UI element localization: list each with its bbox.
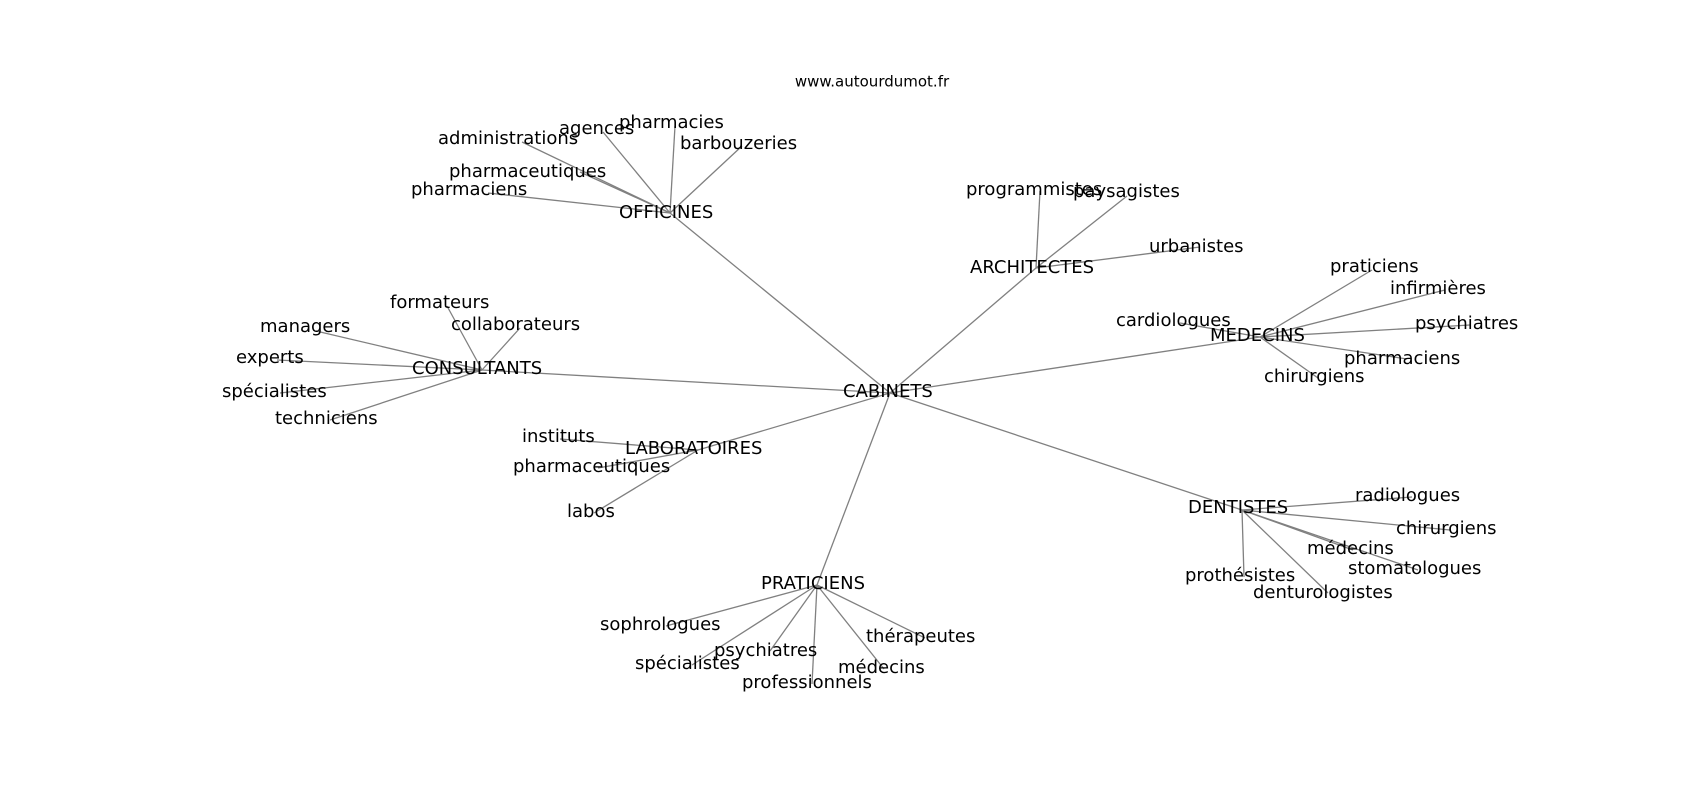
edge-dentistes-prothesistes [1241, 509, 1245, 578]
edge-center-consultants [481, 369, 891, 394]
node-word: pharmaciens [411, 179, 527, 200]
node-word: techniciens [275, 408, 378, 429]
node-word: psychiatres [1415, 313, 1518, 334]
edge-center-dentistes [889, 392, 1243, 511]
edge-architectes-programmistes [1035, 190, 1041, 269]
edge-center-praticiens [816, 392, 891, 586]
edge-laboratoires-labos [593, 449, 699, 514]
node-word: radiologues [1355, 485, 1460, 506]
graph-labels: www.autourdumot.fr CABINETS OFFICINES ad… [222, 73, 1518, 694]
node-hub-medecins: MEDECINS [1210, 325, 1305, 346]
edge-dentistes-denturologistes [1241, 509, 1329, 594]
node-word: cardiologues [1116, 310, 1231, 331]
node-word: pharmaceutiques [513, 456, 670, 477]
node-word: chirurgiens [1396, 518, 1497, 539]
node-word: infirmières [1390, 278, 1486, 299]
edge-officines-pharmaciens [487, 192, 671, 214]
node-word: praticiens [1330, 256, 1419, 277]
edge-center-officines [669, 212, 891, 394]
edge-praticiens-specialistes [691, 584, 818, 666]
node-word: barbouzeries [680, 133, 797, 154]
node-word: pharmaceutiques [449, 161, 606, 182]
node-word: denturologistes [1253, 582, 1393, 603]
edge-center-medecins [889, 336, 1261, 394]
node-word: spécialistes [222, 381, 327, 402]
edge-consultants-specialistes [279, 369, 483, 394]
edge-consultants-managers [315, 330, 483, 371]
edge-center-laboratoires [697, 392, 891, 451]
node-word: paysagistes [1073, 181, 1180, 202]
node-word: psychiatres [714, 640, 817, 661]
edge-medecins-cardiologues [1179, 322, 1261, 338]
node-center: CABINETS [843, 381, 933, 402]
site-watermark: www.autourdumot.fr [795, 73, 950, 91]
node-word: prothésistes [1185, 565, 1295, 586]
node-word: sophrologues [600, 614, 721, 635]
node-word: agences [559, 118, 634, 139]
edge-consultants-experts [276, 359, 483, 371]
edge-architectes-urbanistes [1035, 246, 1201, 269]
edge-medecins-praticiens [1259, 269, 1373, 338]
edge-dentistes-chirurgiens [1241, 509, 1451, 531]
node-word: stomatologues [1348, 558, 1481, 579]
edge-consultants-techniciens [329, 369, 483, 421]
edge-praticiens-sophrologues [665, 584, 818, 627]
node-word: instituts [522, 426, 595, 447]
edge-architectes-paysagistes [1035, 195, 1128, 269]
edge-dentistes-stomatologues [1241, 509, 1419, 571]
node-word: professionnels [742, 672, 872, 693]
node-word: chirurgiens [1264, 366, 1365, 387]
node-hub-laboratoires: LABORATOIRES [625, 438, 762, 459]
node-word: thérapeutes [866, 626, 975, 647]
edge-consultants-collaborateurs [481, 327, 521, 371]
node-word: médecins [838, 657, 925, 678]
node-hub-consultants: CONSULTANTS [412, 358, 542, 379]
node-word: pharmaciens [1344, 348, 1460, 369]
node-word: managers [260, 316, 350, 337]
edge-dentistes-radiologues [1241, 496, 1413, 511]
node-hub-praticiens: PRATICIENS [761, 573, 865, 594]
node-hub-architectes: ARCHITECTES [970, 257, 1094, 278]
node-word: administrations [438, 128, 578, 149]
edge-praticiens-professionnels [811, 584, 818, 685]
node-hub-dentistes: DENTISTES [1188, 497, 1288, 518]
node-word: labos [567, 501, 615, 522]
edge-laboratoires-instituts [559, 438, 699, 451]
node-word: experts [236, 347, 304, 368]
edge-medecins-pharmaciens [1259, 336, 1408, 360]
edge-medecins-infirmieres [1259, 289, 1446, 338]
edge-praticiens-medecins [816, 584, 885, 670]
edge-officines-barbouzeries [669, 145, 743, 214]
edge-laboratoires-pharmaceutiques [597, 449, 699, 469]
node-word: programmistes [966, 179, 1102, 200]
node-word: urbanistes [1149, 236, 1244, 257]
graph-edges [276, 125, 1471, 685]
edge-praticiens-psychiatres [769, 584, 818, 652]
edge-consultants-formateurs [446, 305, 483, 371]
node-hub-officines: OFFICINES [619, 202, 713, 223]
edge-praticiens-therapeutes [816, 584, 926, 639]
node-word: spécialistes [635, 653, 740, 674]
node-word: pharmacies [619, 112, 724, 133]
node-word: médecins [1307, 538, 1394, 559]
edge-medecins-chirurgiens [1259, 336, 1319, 379]
edge-officines-pharmaceutiques [579, 171, 671, 214]
edge-officines-pharmacies [669, 125, 676, 214]
node-word: formateurs [390, 292, 489, 313]
edge-officines-agences [602, 131, 671, 214]
node-word: collaborateurs [451, 314, 580, 335]
edge-medecins-psychiatres [1259, 324, 1471, 338]
edge-center-architectes [889, 267, 1037, 394]
